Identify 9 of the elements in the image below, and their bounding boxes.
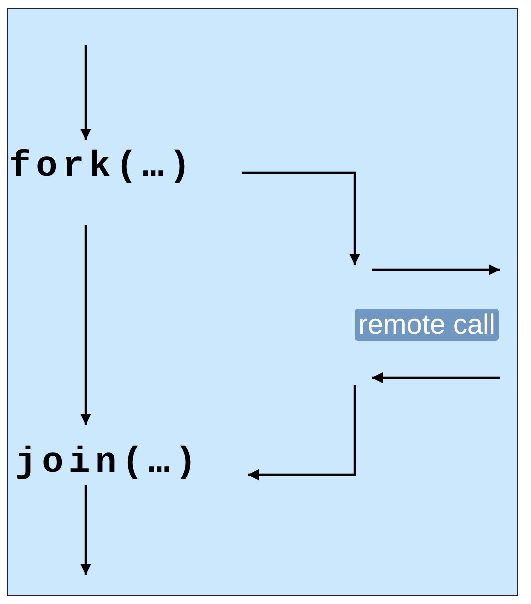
function-call: join(…) <box>16 446 202 480</box>
arrow <box>248 385 356 480</box>
arrow <box>80 45 92 140</box>
process-label: remote call <box>354 308 500 340</box>
arrow <box>80 485 92 575</box>
function-call: fork(…) <box>10 150 196 184</box>
arrow <box>80 225 92 425</box>
panel-background <box>7 8 518 596</box>
arrow <box>242 172 360 265</box>
